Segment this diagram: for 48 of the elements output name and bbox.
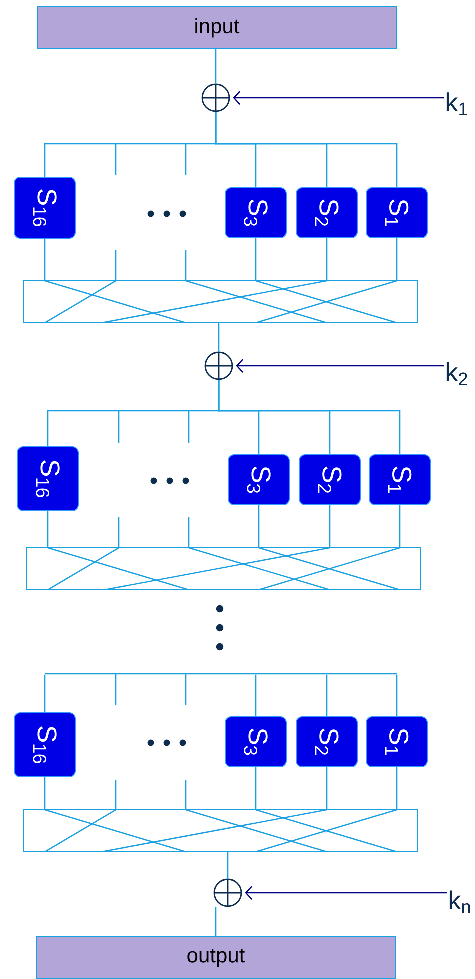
s-box: S$_{3}$ <box>228 454 290 506</box>
wire <box>255 768 257 810</box>
wire <box>215 50 217 84</box>
wire <box>399 506 401 548</box>
key-label: k$_{2}$ <box>446 362 468 386</box>
wire <box>326 768 328 810</box>
s-box: S$_{1}$ <box>369 454 431 506</box>
s-box: S$_{2}$ <box>296 188 358 238</box>
wire <box>396 768 398 810</box>
wire <box>258 506 260 548</box>
xor-symbol <box>202 84 230 112</box>
wire <box>218 324 220 352</box>
key-arrow <box>245 886 447 900</box>
key-label: k$_{1}$ <box>446 92 468 116</box>
wire <box>44 239 46 280</box>
s-box: S$_{16}$ <box>17 446 79 512</box>
wire <box>47 512 49 548</box>
wire <box>218 380 401 454</box>
key-arrow <box>236 359 444 373</box>
wire <box>255 674 257 716</box>
wire <box>326 674 328 716</box>
io-box: input <box>37 6 397 50</box>
key-arrow <box>233 91 444 105</box>
wire <box>227 852 229 879</box>
wire <box>326 238 328 280</box>
wire <box>255 238 257 280</box>
s-box: S$_{1}$ <box>366 188 428 238</box>
wire <box>396 238 398 280</box>
wire <box>396 674 398 716</box>
s-box: S$_{3}$ <box>225 716 287 768</box>
xor-symbol <box>204 352 234 380</box>
s-box: S$_{16}$ <box>14 177 76 239</box>
wire <box>44 674 46 712</box>
xor-symbol <box>214 878 242 908</box>
io-box: output <box>36 936 396 979</box>
wire <box>329 506 331 548</box>
s-box: S$_{3}$ <box>225 188 287 238</box>
s-box: S$_{16}$ <box>14 712 76 778</box>
permutation-box <box>26 547 422 591</box>
wire <box>215 907 217 936</box>
wire <box>44 778 46 810</box>
s-box: S$_{2}$ <box>299 454 361 506</box>
wire <box>215 112 398 188</box>
s-box: S$_{2}$ <box>296 716 358 768</box>
permutation-box <box>24 809 418 853</box>
permutation-box <box>24 280 418 324</box>
s-box: S$_{1}$ <box>366 716 428 768</box>
key-label: k$_{n}$ <box>450 890 470 914</box>
